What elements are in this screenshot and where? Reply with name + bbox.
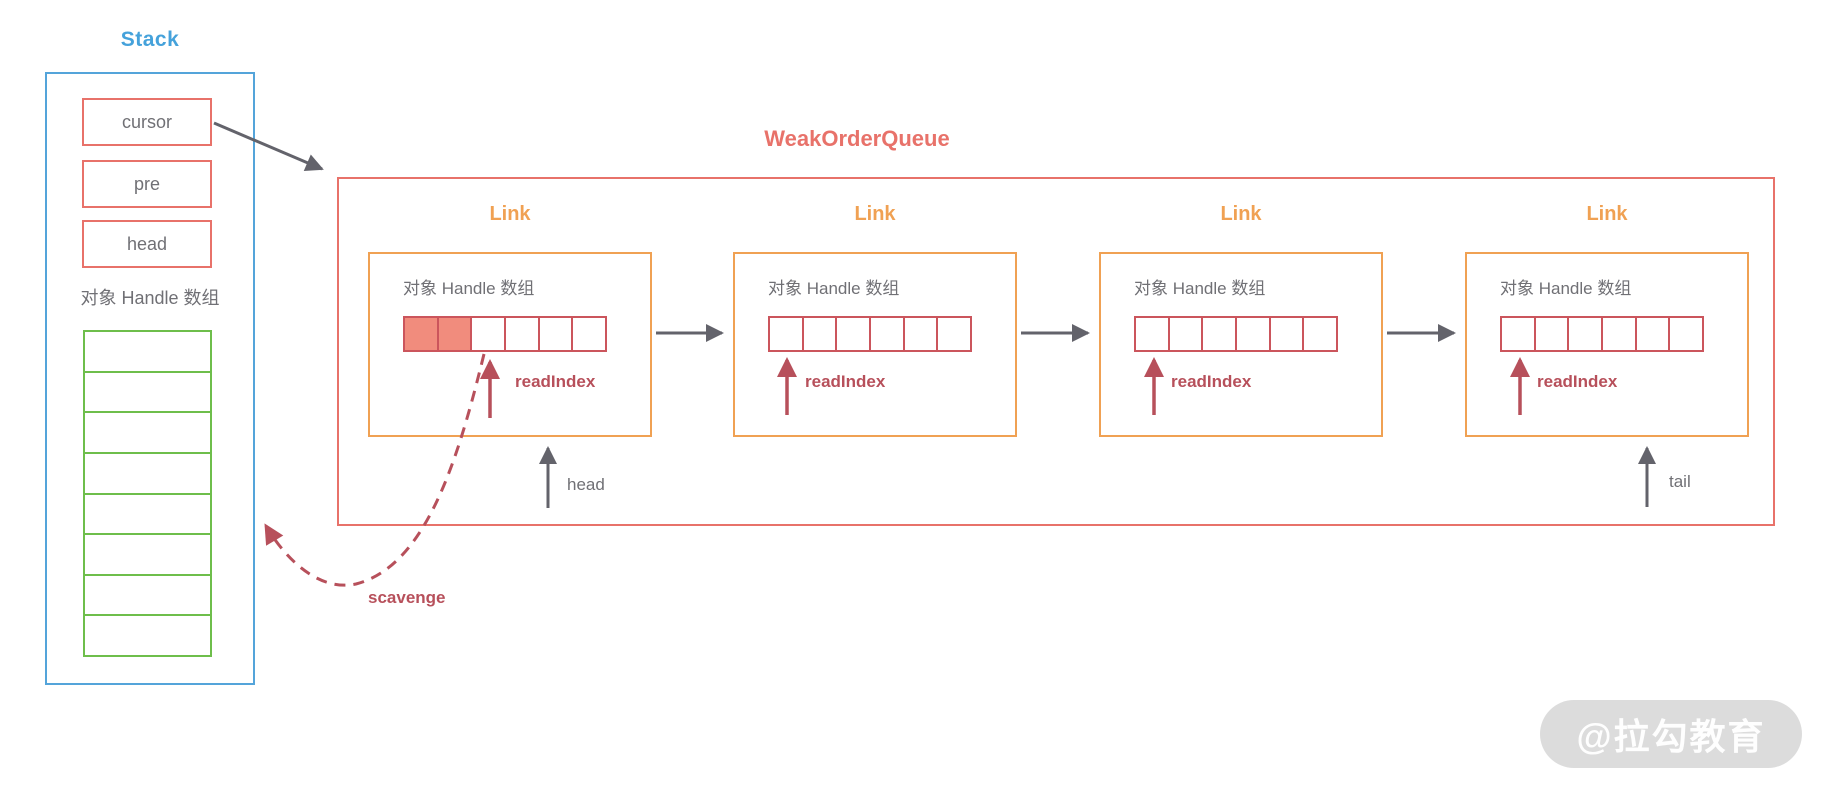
read-index-label: readIndex xyxy=(805,372,886,391)
link-node-3: Link 对象 Handle 数组 readIndex xyxy=(1099,203,1383,437)
handle-cell xyxy=(1167,316,1204,352)
handle-cells-row xyxy=(403,316,608,352)
head-pointer-label: head xyxy=(567,475,605,494)
tail-pointer-label: tail xyxy=(1669,472,1691,491)
scavenge-label: scavenge xyxy=(368,588,446,607)
handle-cell xyxy=(403,316,439,352)
handle-cell xyxy=(936,316,973,352)
read-index-label: readIndex xyxy=(515,372,596,391)
handle-cell xyxy=(902,316,939,352)
stack-handle-array xyxy=(83,330,212,657)
stack-array-slot xyxy=(85,332,210,373)
stack-array-slot xyxy=(85,372,210,414)
handle-cells-row xyxy=(1500,316,1705,352)
stack-title: Stack xyxy=(120,28,180,51)
handle-cell xyxy=(1601,316,1637,352)
handle-cell xyxy=(835,316,872,352)
handle-cell xyxy=(768,316,804,352)
handle-cells-row xyxy=(768,316,973,352)
link-box: 对象 Handle 数组 readIndex xyxy=(368,252,652,437)
link-box: 对象 Handle 数组 readIndex xyxy=(1099,252,1383,437)
stack-field-head: head xyxy=(82,220,212,268)
handle-cell xyxy=(1634,316,1671,352)
link-node-4: Link 对象 Handle 数组 readIndex xyxy=(1465,203,1749,437)
handle-cell xyxy=(1533,316,1570,352)
handle-cells-row xyxy=(1134,316,1339,352)
handle-cell xyxy=(1668,316,1705,352)
handle-cell xyxy=(436,316,473,352)
handle-cell xyxy=(537,316,574,352)
stack-array-slot xyxy=(85,575,210,617)
stack-field-cursor: cursor xyxy=(82,98,212,146)
handle-cell xyxy=(1567,316,1604,352)
stack-field-pre: pre xyxy=(82,160,212,208)
stack-array-slot xyxy=(85,453,210,495)
handle-cell xyxy=(571,316,608,352)
stack-array-slot xyxy=(85,494,210,536)
stack-box: cursor pre head 对象 Handle 数组 xyxy=(45,72,255,685)
queue-title: WeakOrderQueue xyxy=(764,126,950,151)
link-array-label: 对象 Handle 数组 xyxy=(403,279,535,298)
link-array-label: 对象 Handle 数组 xyxy=(1500,279,1632,298)
handle-cell xyxy=(504,316,540,352)
queue-box xyxy=(337,177,1775,526)
stack-array-label: 对象 Handle 数组 xyxy=(80,288,220,308)
link-title: Link xyxy=(1220,203,1262,225)
link-title: Link xyxy=(854,203,896,225)
handle-cell xyxy=(801,316,838,352)
handle-cell xyxy=(1302,316,1339,352)
handle-cell xyxy=(1134,316,1170,352)
link-box: 对象 Handle 数组 readIndex xyxy=(733,252,1017,437)
link-array-label: 对象 Handle 数组 xyxy=(1134,279,1266,298)
link-array-label: 对象 Handle 数组 xyxy=(768,279,900,298)
read-index-label: readIndex xyxy=(1171,372,1252,391)
handle-cell xyxy=(470,316,507,352)
watermark-badge: @拉勾教育 xyxy=(1540,700,1802,768)
handle-cell xyxy=(1500,316,1536,352)
stack-array-slot xyxy=(85,535,210,576)
handle-cell xyxy=(1268,316,1305,352)
link-title: Link xyxy=(489,203,531,225)
handle-cell xyxy=(869,316,905,352)
handle-cell xyxy=(1201,316,1238,352)
link-node-1: Link 对象 Handle 数组 readIndex xyxy=(368,203,652,437)
link-title: Link xyxy=(1586,203,1628,225)
stack-array-slot xyxy=(85,616,210,655)
stack-array-slot xyxy=(85,413,210,454)
read-index-label: readIndex xyxy=(1537,372,1618,391)
link-box: 对象 Handle 数组 readIndex xyxy=(1465,252,1749,437)
handle-cell xyxy=(1235,316,1271,352)
link-node-2: Link 对象 Handle 数组 readIndex xyxy=(733,203,1017,437)
